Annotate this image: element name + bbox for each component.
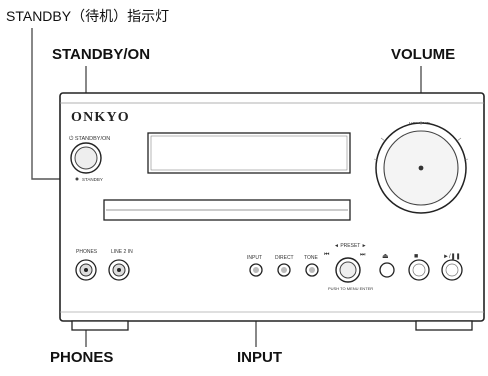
line-in-jack-hole — [117, 268, 121, 272]
left-foot — [71, 320, 129, 331]
phones-panel-label: PHONES — [76, 249, 98, 255]
eject-button[interactable] — [379, 262, 395, 278]
input-button-cap — [253, 267, 259, 273]
volume-scale-ticks — [373, 121, 469, 161]
direct-panel-label: DIRECT — [275, 255, 294, 261]
stop-icon: ■ — [414, 253, 418, 260]
input-callout: INPUT — [237, 349, 282, 366]
stop-button[interactable] — [408, 259, 430, 281]
eject-icon: ⏏ — [382, 253, 389, 260]
volume-knob-center — [418, 165, 424, 171]
standby-on-callout: STANDBY/ON — [52, 46, 151, 63]
brand-logo: ONKYO — [71, 110, 130, 125]
stop-button-inner — [412, 263, 426, 277]
tone-panel-label: TONE — [304, 255, 318, 261]
display-window — [147, 132, 351, 174]
direct-button-cap — [281, 267, 287, 273]
phones-jack-hole — [84, 268, 88, 272]
standby-on-button[interactable] — [74, 146, 98, 170]
standby-on-panel-label: ⏻ STANDBY/ON — [69, 135, 110, 142]
standby-led-label: STANDBY — [82, 177, 103, 182]
standby-indicator-callout: STANDBY（待机）指示灯 — [6, 8, 170, 24]
display-inner-frame — [150, 135, 348, 171]
input-panel-label: INPUT — [247, 255, 262, 261]
play-pause-button-inner — [445, 263, 459, 277]
phones-callout: PHONES — [50, 349, 114, 366]
play-pause-icon: ►/❚❚ — [443, 253, 461, 260]
skip-back-icon: ⏮ — [324, 252, 330, 258]
volume-callout: VOLUME — [391, 46, 456, 63]
standby-led-indicator — [75, 177, 79, 181]
preset-push-label: PUSH TO MENU ENTER — [328, 286, 373, 291]
line-in-panel-label: LINE 2 IN — [111, 249, 133, 255]
play-pause-button[interactable] — [441, 259, 463, 281]
tone-button-cap — [309, 267, 315, 273]
preset-panel-label: ◄ PRESET ► — [334, 243, 367, 249]
right-foot — [415, 320, 473, 331]
preset-knob[interactable] — [339, 261, 357, 279]
skip-forward-icon: ⏭ — [360, 252, 366, 258]
